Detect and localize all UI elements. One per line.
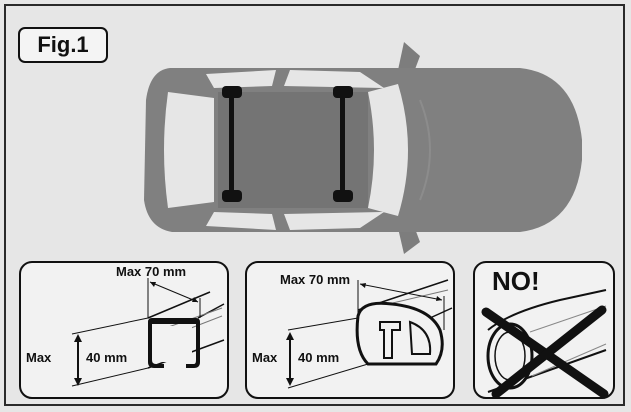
roof-bar-rear (222, 86, 242, 202)
panel-profile-square: Max 70 mm Max 40 mm (19, 261, 229, 399)
car-window-bottom-rear (206, 212, 276, 230)
figure-frame (4, 4, 625, 406)
car-bonnet-line (419, 99, 431, 201)
car-windscreen (368, 84, 408, 216)
panel2-side-label: Max (252, 350, 278, 365)
panel2-height-label: 40 mm (298, 350, 339, 365)
panel2-top-label: Max 70 mm (280, 272, 350, 287)
panel-profile-aero: Max 70 mm Max 40 mm (245, 261, 455, 399)
panel1-top-label: Max 70 mm (116, 264, 186, 279)
car-window-top-rear (206, 70, 276, 88)
panel1-side-label: Max (26, 350, 52, 365)
car-rear-window (164, 92, 214, 208)
panel1-height-label: 40 mm (86, 350, 127, 365)
roof-bar-front (333, 86, 353, 202)
panel3-top-label: NO! (492, 266, 540, 296)
figure-label: Fig.1 (18, 27, 108, 63)
car-top-view (144, 42, 582, 254)
car-window-top-front (284, 70, 384, 88)
panel-not-allowed: NO! (473, 261, 615, 399)
car-mirror-top (398, 42, 420, 72)
car-mirror-bottom (398, 226, 420, 254)
car-window-bottom-front (284, 212, 384, 230)
